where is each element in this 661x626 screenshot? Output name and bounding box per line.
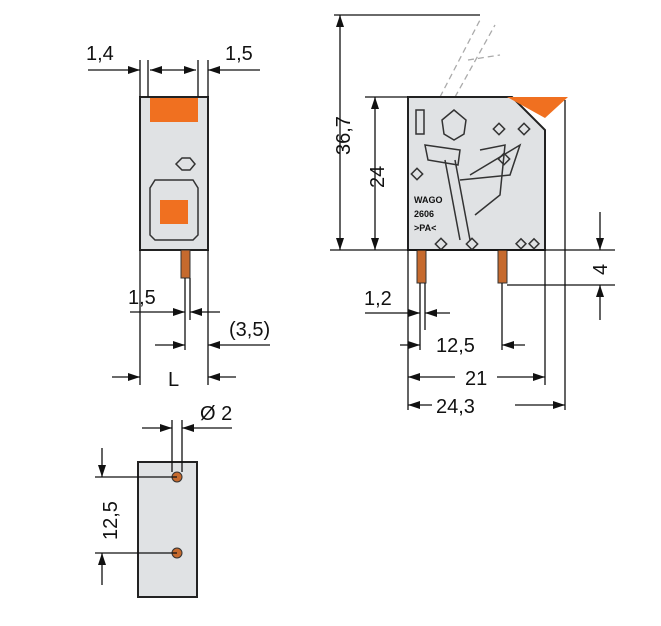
side-release-slot	[160, 200, 188, 224]
dim-24: 24	[367, 166, 389, 188]
dim-1-2: 1,2	[364, 288, 392, 310]
dim-12-5-bottom: 12,5	[100, 501, 122, 540]
side-view: 1,4 1,5 1,5 (3,5) L	[86, 43, 270, 391]
dim-21: 21	[465, 368, 487, 390]
front-actuator	[507, 97, 568, 118]
dim-diameter-2: Ø 2	[200, 403, 232, 425]
dim-12-5-front: 12,5	[436, 335, 475, 357]
bottom-housing	[137, 461, 198, 598]
dim-1-5-pin: 1,5	[128, 287, 156, 309]
dim-1-5-top: 1,5	[225, 43, 253, 65]
side-diamond-mark	[174, 157, 196, 171]
side-pin	[180, 249, 191, 279]
material-marking: >PA<	[414, 223, 436, 233]
part-number: 2606	[414, 209, 434, 219]
dim-24-3: 24,3	[436, 396, 475, 418]
side-housing	[139, 96, 209, 251]
front-view: WAGO 2606 >PA< 36,7 24 4 1,2 12,5 21 24,…	[330, 14, 615, 418]
dim-l: L	[168, 369, 179, 391]
wago-logo: WAGO	[414, 195, 443, 205]
dim-3-5: (3,5)	[229, 319, 270, 341]
open-actuator-outline	[439, 19, 501, 98]
dim-4: 4	[590, 264, 612, 275]
front-housing	[407, 96, 546, 251]
side-actuator	[150, 98, 198, 122]
front-pin-1	[416, 249, 427, 284]
front-pin-2	[497, 249, 508, 284]
dim-1-4: 1,4	[86, 43, 114, 65]
dim-36-7: 36,7	[333, 116, 355, 155]
bottom-view: Ø 2 12,5	[95, 403, 232, 598]
